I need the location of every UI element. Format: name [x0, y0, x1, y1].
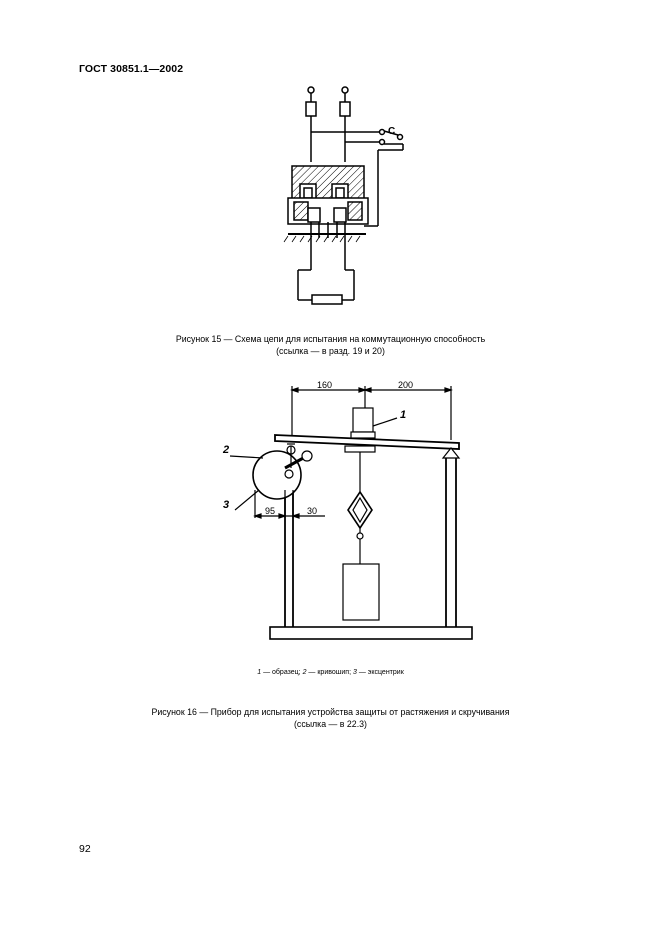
legend-text-1: — образец; [261, 669, 303, 676]
figure-15-caption-line1: Рисунок 15 — Схема цепи для испытания на… [175, 334, 486, 344]
callout-3: 3 [223, 499, 229, 511]
figure-16-caption-line2: (ссылка — в 22.3) [294, 719, 367, 729]
capacitor-label-c: C [388, 126, 395, 137]
legend-number-1: 1 [257, 669, 262, 676]
figure-16-legend: 1 — образец; 2 — кривошип; 3 — эксцентри… [0, 669, 661, 676]
figure-15-caption: Рисунок 15 — Схема цепи для испытания на… [0, 333, 661, 357]
legend-text-2: — кривошип; [306, 669, 353, 676]
legend-number-2: 2 [302, 669, 307, 676]
figure-16-test-apparatus: 160 200 95 30 1 2 3 [222, 380, 473, 640]
dimension-95: 95 [265, 506, 275, 516]
document-header: ГОСТ 30851.1—2002 [79, 63, 184, 75]
dimension-200: 200 [398, 380, 413, 390]
page-number: 92 [79, 843, 91, 855]
callout-1: 1 [400, 409, 406, 421]
legend-number-3: 3 [352, 669, 357, 676]
dimension-30: 30 [307, 506, 317, 516]
figure-16-caption-line1: Рисунок 16 — Прибор для испытания устрой… [151, 707, 510, 717]
legend-text-3: — эксцентрик [356, 669, 404, 676]
dimension-160: 160 [317, 380, 332, 390]
figure-16-caption: Рисунок 16 — Прибор для испытания устрой… [0, 706, 661, 730]
figure-15-caption-line2: (ссылка — в разд. 19 и 20) [276, 346, 385, 356]
figure-15-circuit-diagram: C [283, 86, 404, 305]
callout-2: 2 [222, 444, 229, 456]
